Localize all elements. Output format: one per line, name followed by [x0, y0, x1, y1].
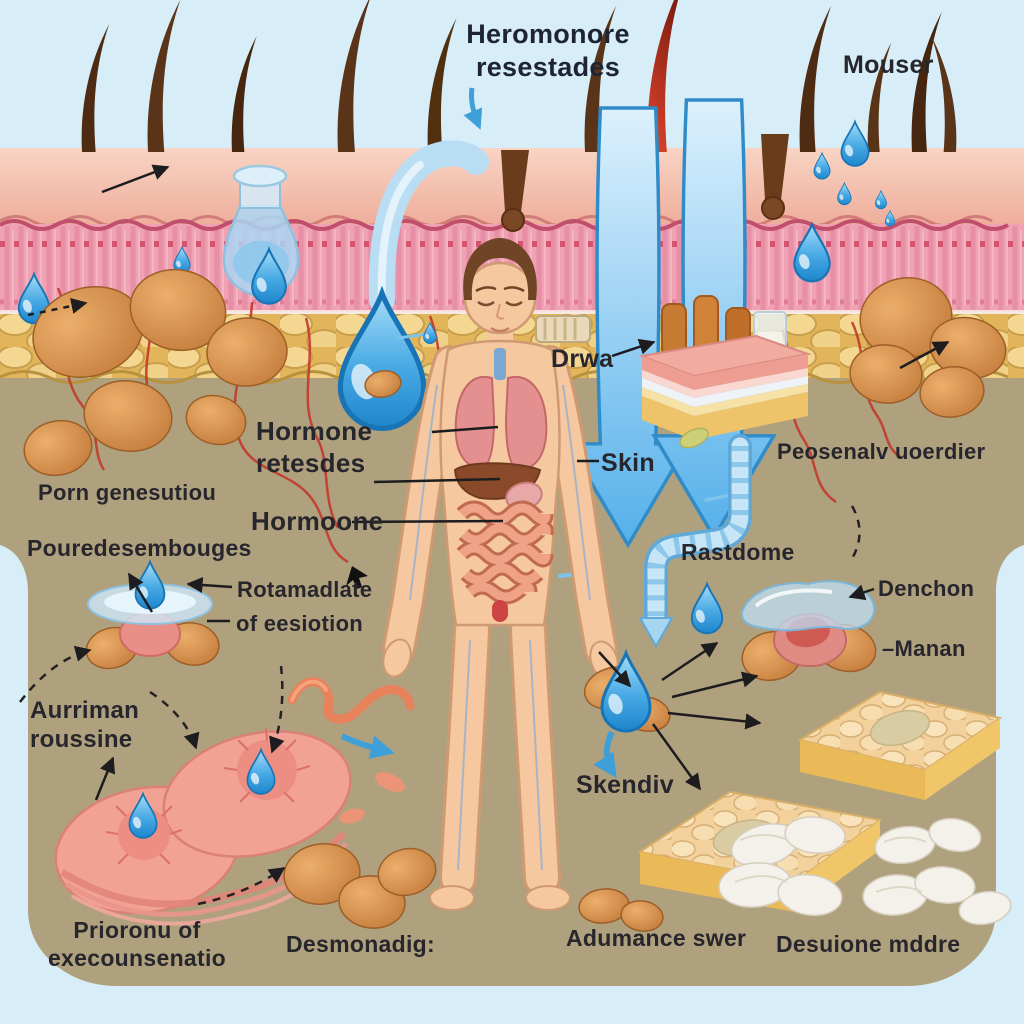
label-aurriman-roussine: Aurriman roussine [30, 697, 140, 754]
lung-right [504, 375, 548, 472]
trachea [494, 348, 506, 380]
label-mouser: Mouser [843, 51, 934, 79]
wedge-shape [679, 427, 709, 449]
closed-eye-right [505, 300, 523, 307]
label-desuione-mddre: Desuione mddre [776, 931, 961, 957]
human-figure [382, 238, 619, 911]
intestines [456, 500, 554, 605]
label-adumance-swer: Adumance swer [566, 925, 747, 951]
label-desmonadig: Desmonadig: [286, 931, 435, 957]
label-skin: Skin [601, 449, 655, 477]
closed-eye-left [477, 300, 495, 307]
pointer-arrow-icon [346, 566, 368, 589]
label-of-eesiotion: of eesiotion [236, 611, 364, 636]
fat-globule-cluster-right [849, 277, 1007, 418]
label-hormone-release: Hormone retesdes [256, 416, 373, 478]
fat-globule-cluster-left [23, 268, 402, 477]
label-hormoone: Hormoone [251, 506, 384, 536]
label-skendiv: Skendiv [576, 771, 674, 799]
striped-band [535, 315, 591, 343]
organs [453, 348, 554, 622]
hair-group [81, 0, 957, 232]
label-manan: –Manan [882, 636, 966, 661]
leader-lines [27, 164, 950, 801]
orange-squiggle [287, 677, 415, 824]
label-denchon: Denchon [878, 576, 975, 601]
dashed-connectors [19, 505, 861, 906]
white-pebble-piles [718, 816, 1012, 926]
label-drwa: Drwa [551, 345, 614, 373]
pelvic-organ [492, 600, 508, 622]
large-glass-droplet [340, 140, 489, 428]
label-rotamadlate: Rotamadlate [237, 577, 373, 602]
label-pouredesembouges: Pouredesembouges [27, 535, 252, 561]
fat-slab-upper [797, 690, 1003, 800]
label-rastdome: Rastdome [681, 539, 795, 565]
gland-with-glass-lid [740, 580, 877, 682]
skin-sample-block [638, 295, 812, 440]
elbow-pipe-arrow [638, 434, 752, 649]
blue-mini-arrows [340, 87, 617, 778]
label-prioronu-of-execounsenatio: Prioronu of execounsenatio [47, 917, 227, 972]
head-hair [463, 238, 537, 300]
label-porn-genesutiou: Porn genesutiou [38, 480, 217, 505]
label-peosenalv-uoerdier: Peosenalv uoerdier [777, 439, 986, 464]
lung-left [454, 375, 496, 470]
diagram-title: Heromonore resestades [466, 19, 630, 82]
